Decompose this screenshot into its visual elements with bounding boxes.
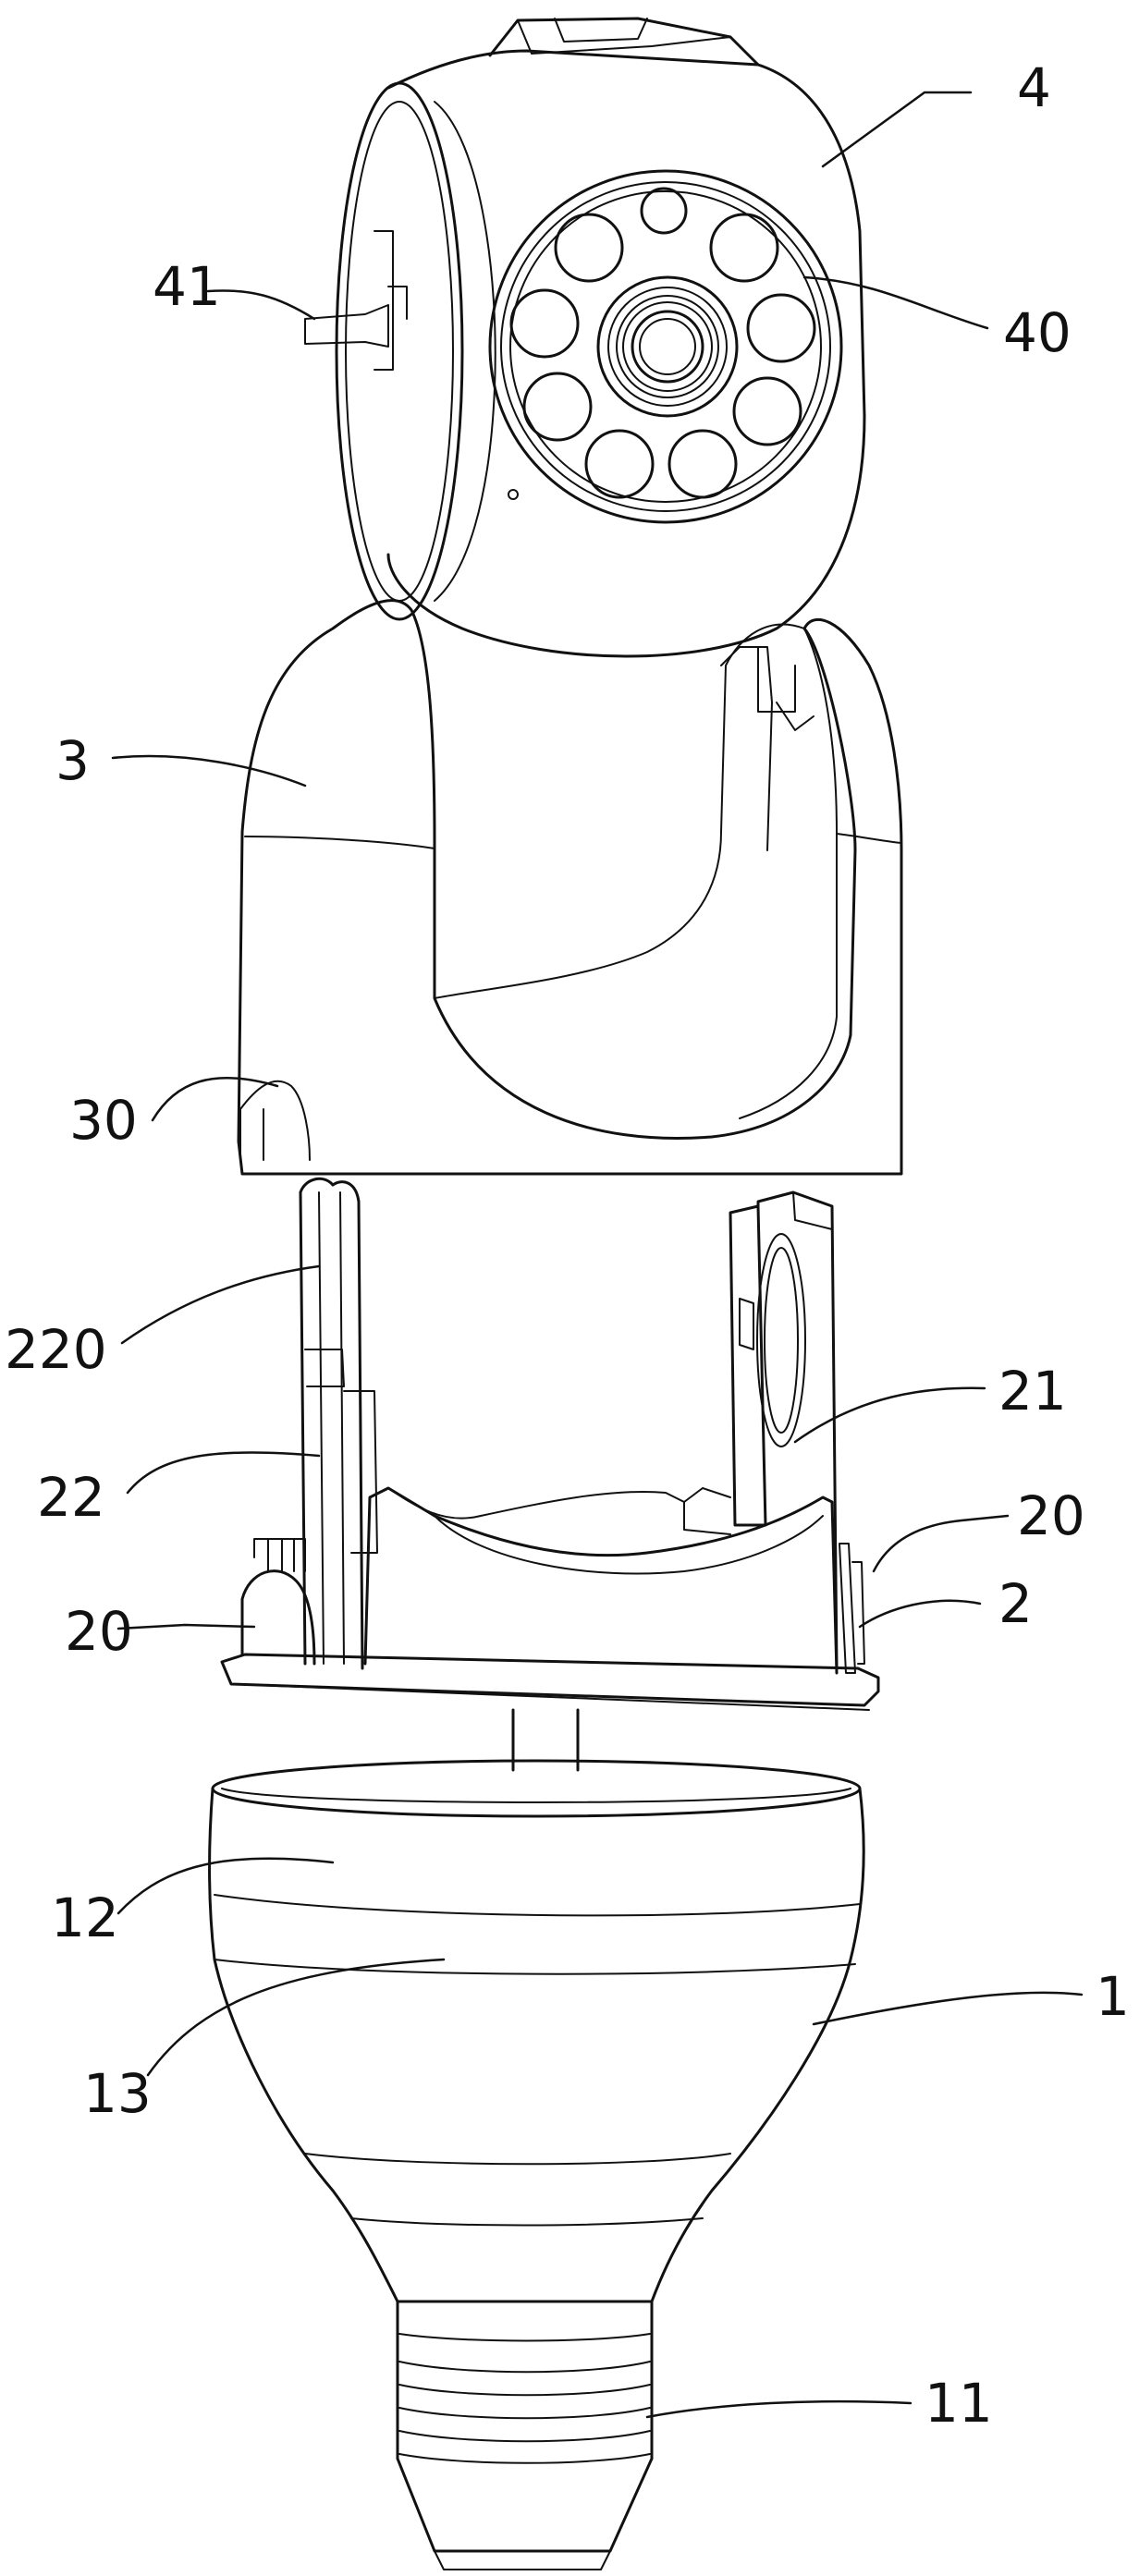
part-label-13: 13	[83, 2062, 152, 2125]
part-label-220: 220	[5, 1318, 107, 1381]
adapter-plate	[222, 1178, 878, 1770]
part-label-4: 4	[1017, 56, 1051, 119]
part-label-30: 30	[69, 1089, 138, 1152]
part-label-22: 22	[37, 1466, 105, 1529]
camera-head	[305, 18, 864, 656]
part-label-1: 1	[1096, 1965, 1130, 2028]
part-label-2: 2	[998, 1572, 1033, 1635]
part-label-11: 11	[925, 2372, 993, 2435]
base-body	[209, 1761, 863, 2570]
part-label-21: 21	[998, 1360, 1067, 1422]
part-label-12: 12	[51, 1886, 119, 1949]
housing-bracket	[239, 601, 901, 1174]
part-label-20-left: 20	[65, 1600, 133, 1663]
camera-lens	[598, 277, 737, 416]
leader-lines	[113, 92, 1082, 2417]
ir-led-ring	[511, 189, 814, 497]
part-labels: 4 41 40 3 30 220 21 22 20 2 20 12 1 13 1…	[5, 56, 1130, 2435]
part-label-41: 41	[153, 255, 221, 318]
part-label-3: 3	[55, 729, 90, 792]
part-label-20-right: 20	[1017, 1484, 1085, 1547]
part-label-40: 40	[1003, 301, 1072, 364]
